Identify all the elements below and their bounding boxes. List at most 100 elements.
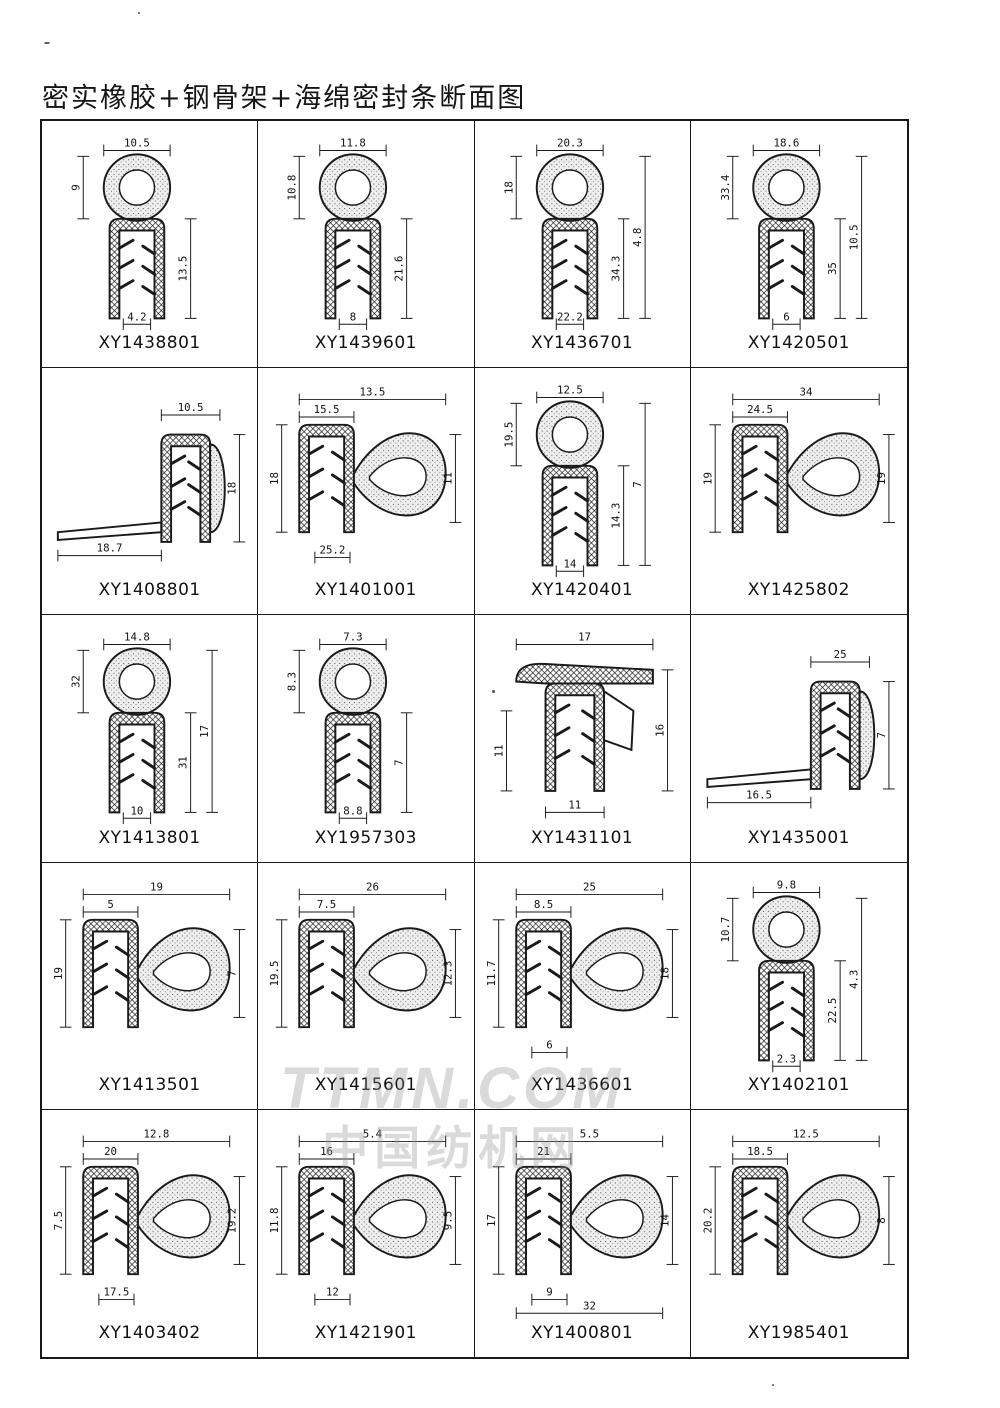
grip-finger [331,945,346,957]
dim-bottom-width: 14 [563,558,576,571]
scan-speck [44,42,50,44]
dim-top-width: 14.8 [124,631,150,644]
profile-code: XY1431101 [531,827,634,848]
dim-channel-width: 21 [537,1145,550,1158]
grip-finger [91,939,109,951]
grip-finger [524,1186,541,1198]
dim-channel-width: 16 [320,1145,333,1158]
grip-finger [550,279,567,290]
side-fin [602,689,634,752]
grip-finger [141,264,156,276]
steel-core-channel [82,918,139,1028]
dim-right-height: 14 [658,1214,671,1227]
dim-right-height: 12.3 [442,960,455,986]
grip-finger [550,486,567,497]
grip-finger [307,1209,325,1221]
dim-channel-width: 15.5 [314,403,340,416]
grip-finger [550,238,567,250]
grip-finger [836,730,852,742]
grip-finger [357,285,373,296]
grip-finger [573,532,589,543]
dim-channel-width: 20 [104,1145,117,1158]
profile-code: XY1420501 [747,333,850,354]
dim-right-height: 7 [393,760,406,766]
page-title: 密实橡胶+钢骨架+海绵密封条断面图 [42,83,527,114]
grip-finger [547,990,563,1002]
dim-bottom-width: 8.8 [343,805,362,818]
grip-finger [790,986,806,998]
grip-finger [580,709,596,721]
steel-core-channel [160,433,212,544]
grip-finger [767,279,784,290]
cross-section-svg: 9.810.722.52.34.3 [719,878,868,1072]
dim-left-height: 17 [484,1214,497,1227]
grip-finger [818,724,836,736]
steel-core-channel [298,1165,356,1275]
grip-finger [790,285,806,296]
profile-code: XY1438801 [98,333,201,354]
dim-right-height: 18 [226,482,239,495]
grip-finger [740,1232,758,1243]
loop-hollow [802,1198,861,1239]
steel-core-channel [108,217,166,320]
grip-finger [114,1192,130,1204]
steel-core-channel [757,959,815,1061]
bulb-hollow [767,910,805,948]
bulb-hollow [767,169,805,206]
dim-overall-height: 4.3 [847,969,860,988]
dim-top-width: 7.3 [343,631,362,644]
grip-finger [114,1238,130,1249]
grip-finger [547,1192,563,1204]
steel-core-channel [324,217,382,320]
steel-core-channel [809,680,861,791]
loop-hollow [369,1198,428,1239]
dim-left-height: 19 [701,472,714,485]
grip-finger [547,1238,563,1249]
steel-core-channel [514,1165,572,1275]
grip-finger [547,1215,563,1226]
steel-core-channel [757,217,815,320]
grip-finger [764,450,779,462]
steel-core-channel [108,712,166,814]
grip-finger [357,739,373,750]
steel-core-channel [544,682,605,793]
dim-overall-width: 5.4 [363,1127,382,1140]
dim-flange-width: 18.7 [97,542,123,555]
dim-channel-width: 5 [107,898,113,911]
grip-finger [550,506,567,517]
grip-finger [91,1209,109,1221]
grip-finger [524,1232,541,1243]
grip-finger [91,962,109,973]
grip-finger [740,1186,758,1198]
grip-finger [357,244,373,256]
dim-base-width: 32 [582,1299,595,1312]
dim-left-height: 10.7 [719,916,732,942]
profile-code: XY1402101 [747,1074,850,1095]
grip-finger [357,759,373,770]
dim-left-height: 11.7 [484,960,497,986]
profile-code: XY1403402 [98,1322,201,1343]
grip-finger [740,467,758,479]
grip-finger [790,244,806,256]
dim-right-height: 13.5 [177,256,190,282]
dim-overall-width: 34 [799,386,812,399]
